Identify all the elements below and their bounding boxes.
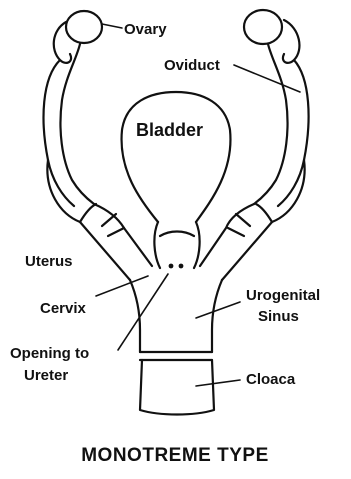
right-uterus-band bbox=[256, 204, 272, 222]
label-sinus: Sinus bbox=[258, 308, 299, 325]
right-oviduct-inner bbox=[254, 44, 288, 204]
bladder-neck-ring bbox=[160, 232, 194, 237]
bladder-neck bbox=[154, 222, 199, 268]
ovary-leader bbox=[102, 24, 122, 28]
right-uterus-band-2 bbox=[236, 214, 250, 226]
left-uterus-band-3 bbox=[108, 228, 124, 236]
bladder bbox=[122, 92, 231, 222]
cloaca-leader bbox=[196, 380, 240, 386]
urogenital-leader bbox=[196, 302, 240, 318]
left-oviduct-inner bbox=[60, 44, 94, 204]
cervix-leader bbox=[96, 276, 148, 296]
label-ovary: Ovary bbox=[124, 21, 167, 38]
label-urogenital: Urogenital bbox=[246, 287, 320, 304]
caption: MONOTREME TYPE bbox=[81, 445, 269, 466]
label-oviduct: Oviduct bbox=[164, 57, 220, 74]
ureter-opening-left bbox=[169, 264, 174, 269]
left-uterus-band-2 bbox=[102, 214, 116, 226]
right-uterus bbox=[200, 160, 305, 280]
right-ovary bbox=[244, 10, 282, 44]
label-ureter: Ureter bbox=[24, 367, 68, 384]
label-opening-to: Opening to bbox=[10, 345, 89, 362]
label-cloaca: Cloaca bbox=[246, 371, 296, 388]
label-cervix: Cervix bbox=[40, 300, 87, 317]
cloaca bbox=[140, 360, 214, 415]
left-uterus-band bbox=[80, 204, 96, 222]
right-uterus-band-3 bbox=[228, 228, 244, 236]
label-bladder: Bladder bbox=[136, 120, 203, 140]
label-uterus: Uterus bbox=[25, 253, 73, 270]
oviduct-leader bbox=[234, 65, 300, 92]
ureter-opening-right bbox=[179, 264, 184, 269]
left-ovary bbox=[66, 11, 102, 43]
urogenital-sinus bbox=[130, 280, 222, 352]
